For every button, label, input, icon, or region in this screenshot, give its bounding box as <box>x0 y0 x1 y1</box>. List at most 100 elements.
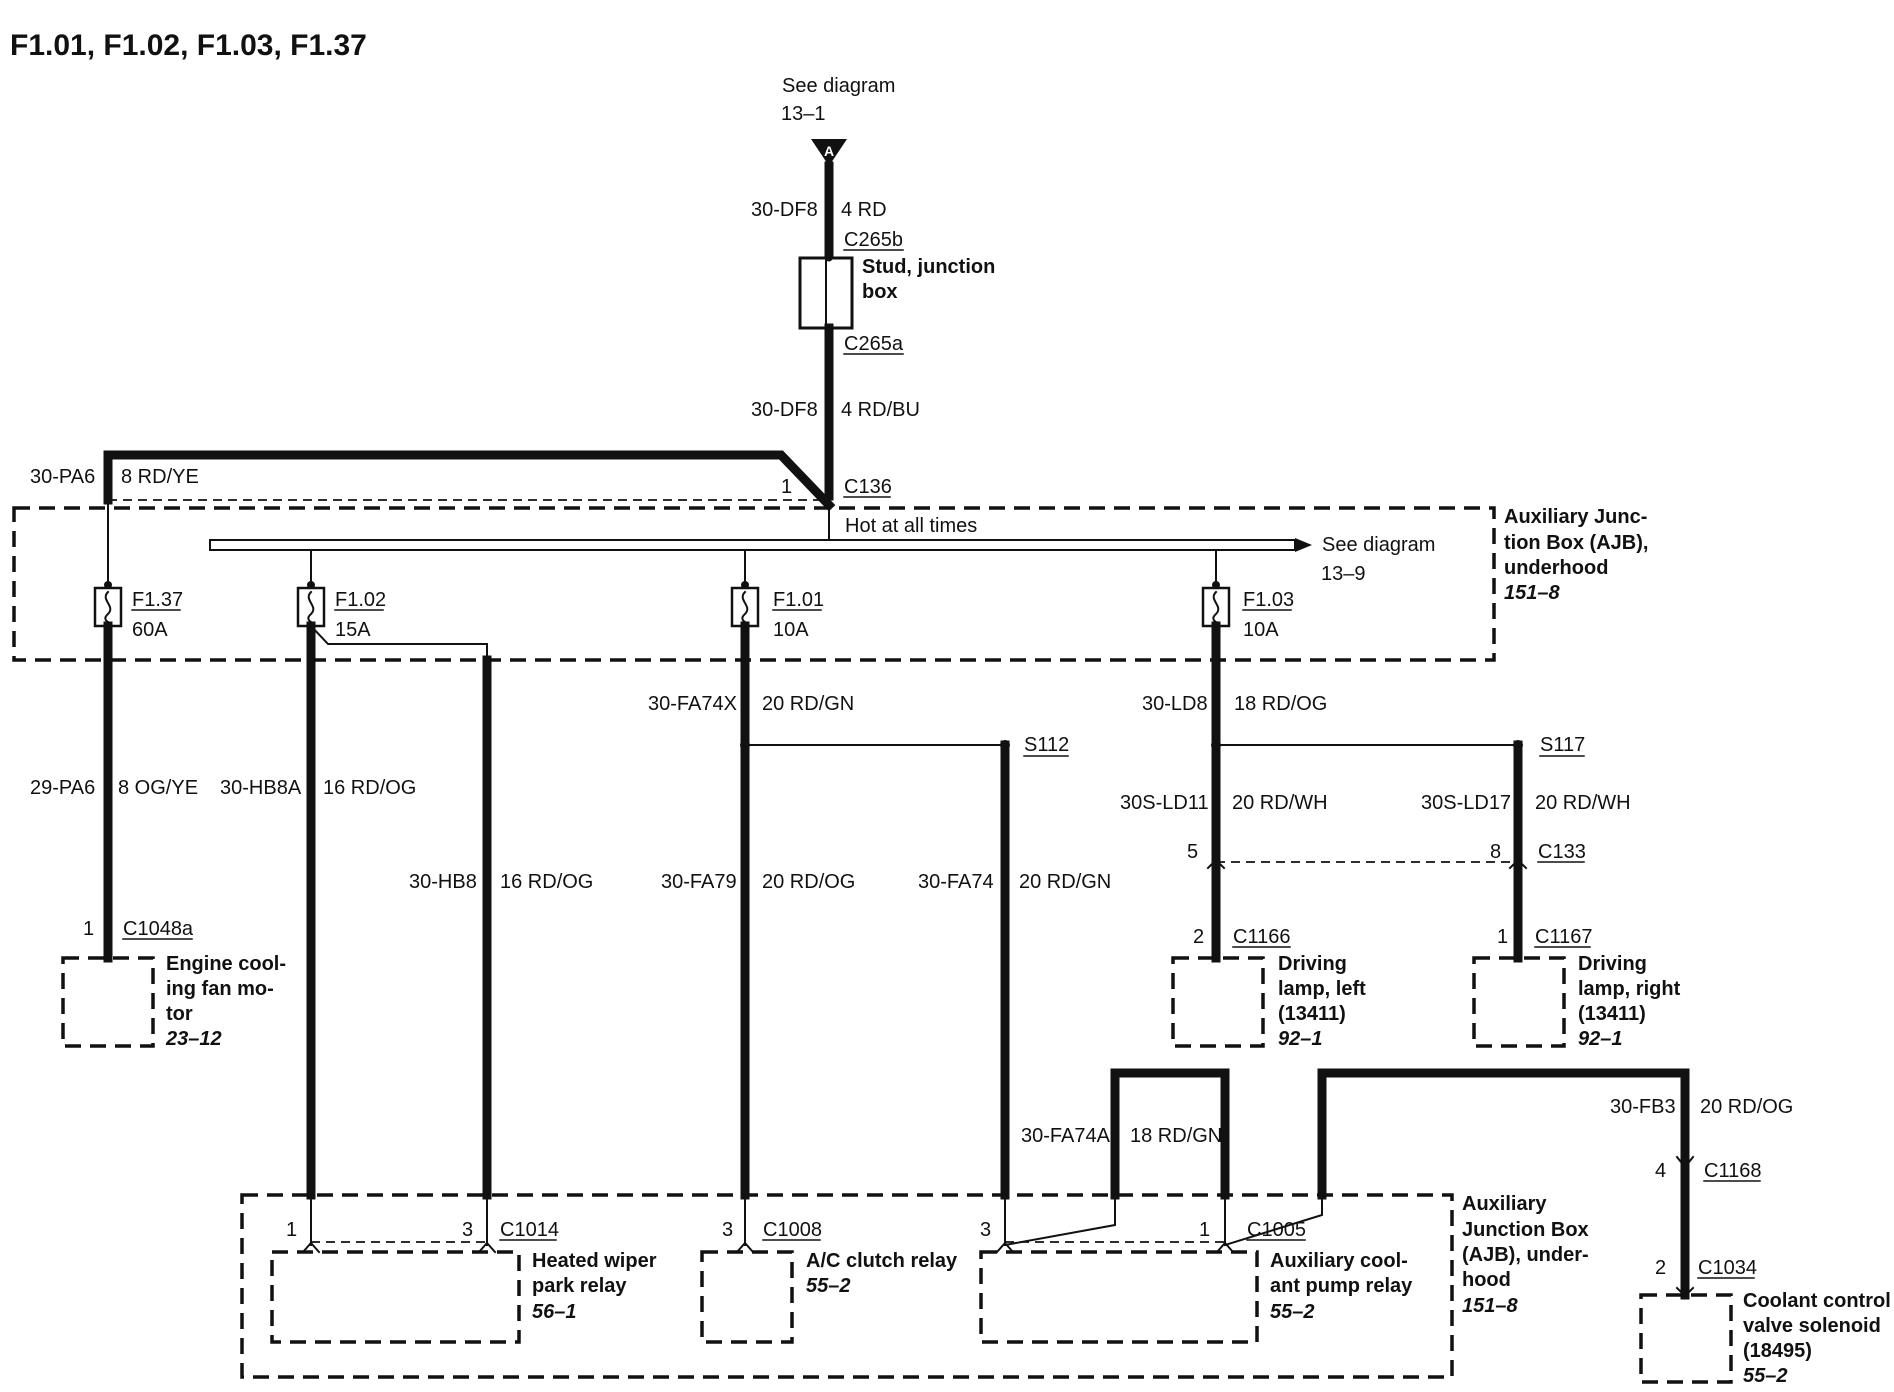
component-label: Driving <box>1578 953 1647 975</box>
pin-number: 4 <box>1655 1160 1666 1182</box>
pin-arrow-icon <box>995 1241 1015 1254</box>
component-ref: 23–12 <box>165 1028 222 1050</box>
wire-pa6-overhead <box>103 450 836 512</box>
connector-label: C136 <box>844 476 892 498</box>
wire-label: 30-FA79 <box>661 871 737 893</box>
ajb-bottom-label: (AJB), under- <box>1462 1244 1589 1266</box>
component-label: Coolant control <box>1743 1290 1891 1312</box>
wiper-relay-box <box>270 1250 521 1344</box>
splice-label: S112 <box>1024 734 1069 756</box>
pin-number: 3 <box>980 1219 991 1241</box>
component-label: Engine cool- <box>166 953 286 975</box>
connector-label: C265a <box>844 333 904 355</box>
connector-label: C1048a <box>123 918 194 940</box>
ajb-bottom-ref: 151–8 <box>1462 1295 1518 1317</box>
hot-label: Hot at all times <box>845 515 977 537</box>
wire-label: 30-FA74A <box>1021 1125 1111 1147</box>
connector-label: C1034 <box>1698 1257 1757 1279</box>
wire-label: 20 RD/GN <box>1019 871 1111 893</box>
component-label: lamp, right <box>1578 978 1681 1000</box>
wire-label: 4 RD/BU <box>841 399 920 421</box>
wire-label: 16 RD/OG <box>500 871 593 893</box>
stud-label: box <box>862 281 898 303</box>
fuse-element <box>741 590 749 624</box>
component-ref: 92–1 <box>1578 1028 1623 1050</box>
connector-label: C1168 <box>1704 1160 1761 1182</box>
ajb-top-ref: 151–8 <box>1504 582 1560 604</box>
power-bus <box>209 539 1296 551</box>
fuse-name: F1.37 <box>132 589 183 611</box>
component-label: Heated wiper <box>532 1250 657 1272</box>
ajb-bottom-label: hood <box>1462 1269 1511 1291</box>
ajb-top-label: tion Box (AJB), <box>1504 532 1648 554</box>
component-label: lamp, left <box>1278 978 1366 1000</box>
connector-label: C1167 <box>1535 926 1592 948</box>
top-ref-text: See diagram <box>782 75 895 97</box>
pin-arrow-icon <box>301 1241 321 1254</box>
pin-arrow-icon <box>1215 1241 1235 1254</box>
wire-label: 16 RD/OG <box>323 777 416 799</box>
component-label: (13411) <box>1578 1003 1646 1025</box>
component-label: Driving <box>1278 953 1347 975</box>
pin-arrow-icon <box>1675 1155 1695 1169</box>
pin-arrow-icon <box>1508 858 1528 870</box>
pin-number: 3 <box>722 1219 733 1241</box>
pin-arrow-icon <box>477 1241 497 1254</box>
wire-label: 30-FB3 <box>1610 1096 1676 1118</box>
pin-number: 3 <box>462 1219 473 1241</box>
wire-label: 30-HB8A <box>220 777 302 799</box>
page-title: F1.01, F1.02, F1.03, F1.37 <box>10 29 367 62</box>
wire-label: 20 RD/OG <box>762 871 855 893</box>
connector-label: C1014 <box>500 1219 559 1241</box>
pin-arrow-icon <box>735 1241 755 1254</box>
connector-label: C133 <box>1538 841 1586 863</box>
pin-number: 1 <box>781 476 792 498</box>
wire-label: 30S-LD11 <box>1120 792 1209 814</box>
wire-label: 4 RD <box>841 199 887 221</box>
fuse-element <box>307 590 315 624</box>
component-ref: 92–1 <box>1278 1028 1323 1050</box>
ajb-bottom-label: Auxiliary <box>1462 1193 1547 1215</box>
wire-label: 18 RD/OG <box>1234 693 1327 715</box>
bus-ref-text: See diagram <box>1322 534 1435 556</box>
component-label: ant pump relay <box>1270 1275 1413 1297</box>
top-ref-number: 13–1 <box>781 103 826 125</box>
wire-label: 18 RD/GN <box>1130 1125 1222 1147</box>
wire-label: 30-PA6 <box>30 466 95 488</box>
connector-label: C1005 <box>1247 1219 1306 1241</box>
component-label: Auxiliary cool- <box>1270 1250 1408 1272</box>
bus-arrow-icon <box>1295 538 1312 552</box>
connector-label: C1166 <box>1233 926 1290 948</box>
pin-number: 2 <box>1655 1257 1666 1279</box>
wire-label: 30-LD8 <box>1142 693 1208 715</box>
fan-motor-box <box>61 956 155 1048</box>
component-label: ing fan mo- <box>166 978 274 1000</box>
connector-a-icon <box>811 139 847 166</box>
wire-label: 29-PA6 <box>30 777 95 799</box>
pin-number: 1 <box>286 1219 297 1241</box>
wire-label: 30-DF8 <box>751 399 818 421</box>
driving-lamp-right-box <box>1472 956 1566 1048</box>
component-label: valve solenoid <box>1743 1315 1881 1337</box>
wire-label: 8 RD/YE <box>121 466 199 488</box>
fuse-name: F1.02 <box>335 589 386 611</box>
component-label: A/C clutch relay <box>806 1250 958 1272</box>
wire-label: 30-FA74 <box>918 871 994 893</box>
pin-number: 1 <box>1497 926 1508 948</box>
ajb-top-label: underhood <box>1504 557 1608 579</box>
wire-label: 30-DF8 <box>751 199 818 221</box>
pin-number: 8 <box>1490 841 1501 863</box>
connector-label: C1008 <box>763 1219 822 1241</box>
fuse-name: F1.01 <box>773 589 824 611</box>
fuse-element <box>104 590 112 624</box>
ajb-top-box <box>12 506 1496 662</box>
pin-number: 1 <box>83 918 94 940</box>
pin-number: 1 <box>1199 1219 1210 1241</box>
wire-label: 30-FA74X <box>648 693 737 715</box>
component-label: park relay <box>532 1275 627 1297</box>
relay-lead <box>1003 1194 1116 1247</box>
wire-label: 20 RD/GN <box>762 693 854 715</box>
fuse-icon <box>296 586 326 628</box>
wire-label: 20 RD/WH <box>1535 792 1631 814</box>
